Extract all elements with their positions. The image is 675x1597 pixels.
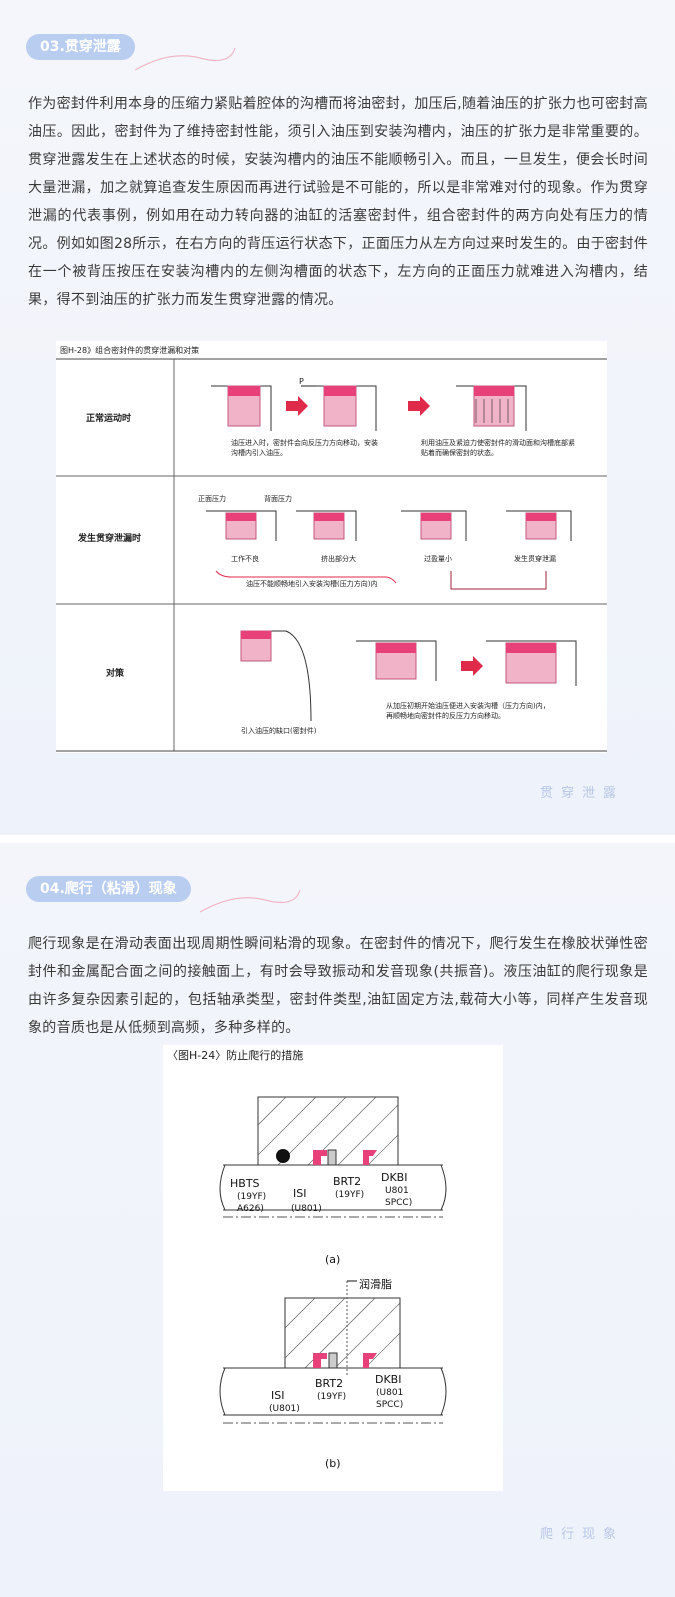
- arrow-icon: [286, 396, 308, 416]
- normal-step2: P: [299, 377, 377, 431]
- row-label-normal: 正常运动时: [86, 412, 131, 424]
- figure-h28: 图H-28》组合密封件的贯穿泄漏和对策 正常运动时 发生贯穿泄漏时 对策 P: [56, 341, 607, 753]
- leak-step-label-4: 发生贯穿泄漏: [514, 554, 556, 563]
- countermeasure-note-right: 从加压初期开始油压便进入安装沟槽（压力方向)内，再顺畅地向密封件的反压力方向移动…: [386, 702, 550, 720]
- leak-step3: [401, 510, 467, 541]
- normal-step3: [456, 385, 527, 431]
- label-hbts: HBTS: [230, 1177, 260, 1190]
- arrow-icon: [408, 396, 430, 416]
- diagram-a: HBTS (19YF) A626) ISI (U801) BRT2 (19YF)…: [219, 1096, 447, 1266]
- leak-step-label-2: 挤出部分大: [321, 554, 356, 563]
- label-grease: 润滑脂: [359, 1277, 392, 1291]
- label-brt2-code: (19YF): [335, 1190, 364, 1200]
- figure-h24-drawing: 〈图H-24〉防止爬行的措施 HBTS (19YF): [167, 1048, 447, 1470]
- section-tag: 04.爬行（粘滑）现象: [26, 876, 191, 902]
- label-isi-code: (U801): [291, 1204, 322, 1214]
- label-isi-code-b: (U801): [269, 1404, 300, 1414]
- section-tag: 03.贯穿泄露: [26, 34, 135, 60]
- row-label-countermeasure: 对策: [106, 667, 125, 679]
- diagram-b: 润滑脂 ISI (U801) BRT2: [219, 1277, 447, 1470]
- p-label: P: [299, 377, 304, 386]
- label-hbts-code2: A626): [237, 1204, 264, 1214]
- label-dkbi-b: DKBI: [375, 1373, 401, 1386]
- figure-h24: 〈图H-24〉防止爬行的措施 HBTS (19YF): [163, 1045, 503, 1491]
- section-stick-slip: 04.爬行（粘滑）现象 爬行现象是在滑动表面出现周期性瞬间粘滑的现象。在密封件的…: [0, 843, 675, 1597]
- label-brt2-code-b: (19YF): [317, 1392, 346, 1402]
- label-front-pressure: 正面压力: [198, 494, 226, 503]
- label-dkbi-code1: U801: [385, 1186, 409, 1196]
- row-label-leak: 发生贯穿泄漏时: [77, 532, 141, 544]
- leak-step-label-1: 工作不良: [231, 554, 259, 563]
- label-dkbi-code2-b: SPCC): [376, 1400, 403, 1410]
- label-dkbi-code1-b: (U801: [376, 1388, 403, 1398]
- caption-a: (a): [325, 1253, 340, 1266]
- leak-step1: [206, 510, 277, 541]
- figure-title: 图H-28》组合密封件的贯穿泄漏和对策: [60, 345, 199, 355]
- countermeasure-step2: [486, 640, 577, 686]
- figure-h28-drawing: 图H-28》组合密封件的贯穿泄漏和对策 正常运动时 发生贯穿泄漏时 对策 P: [56, 345, 607, 752]
- figure-caption: 贯穿泄露: [540, 786, 625, 801]
- label-dkbi: DKBI: [381, 1171, 407, 1184]
- leak-step4: [506, 510, 572, 541]
- decorative-swoosh: [134, 47, 236, 71]
- label-dkbi-code2: SPCC): [385, 1198, 412, 1208]
- decorative-swoosh: [199, 889, 301, 913]
- countermeasure-note-left: 引入油压的缺口(密封件): [241, 726, 317, 735]
- label-brt2: BRT2: [333, 1175, 361, 1188]
- note-normal-right: 利用油压及紧迫力使密封件的滑动面和沟槽底部紧贴着而确保密封的状态。: [421, 439, 575, 457]
- countermeasure-step1: [356, 640, 437, 681]
- note-normal-left: 油压进入时，密封件会向反压力方向移动，安装沟槽内引入油压。: [231, 439, 378, 457]
- caption-b: (b): [325, 1457, 341, 1470]
- arrow-icon: [461, 656, 483, 676]
- leak-step2: [296, 510, 357, 541]
- countermeasure-seal: [240, 630, 312, 722]
- figure-title: 〈图H-24〉防止爬行的措施: [167, 1048, 303, 1062]
- normal-step1: [211, 385, 272, 431]
- leak-bottom-note: 油压不能顺畅地引入安装沟槽(压力方向)内: [246, 579, 377, 588]
- label-isi-b: ISI: [271, 1389, 284, 1402]
- label-brt2-b: BRT2: [315, 1377, 343, 1390]
- paragraph: 爬行现象是在滑动表面出现周期性瞬间粘滑的现象。在密封件的情况下，爬行发生在橡胶状…: [28, 936, 648, 1036]
- section-through-leak: 03.贯穿泄露 作为密封件利用本身的压缩力紧贴着腔体的沟槽而将油密封，加压后,随…: [0, 0, 675, 835]
- label-hbts-code1: (19YF): [237, 1192, 266, 1202]
- paragraph: 作为密封件利用本身的压缩力紧贴着腔体的沟槽而将油密封，加压后,随着油压的扩张力也…: [28, 96, 648, 308]
- section-divider: [0, 835, 675, 843]
- label-back-pressure: 背面压力: [264, 494, 292, 503]
- figure-caption: 爬行现象: [540, 1527, 625, 1542]
- leak-step-label-3: 过盈量小: [424, 554, 452, 563]
- label-isi: ISI: [293, 1187, 306, 1200]
